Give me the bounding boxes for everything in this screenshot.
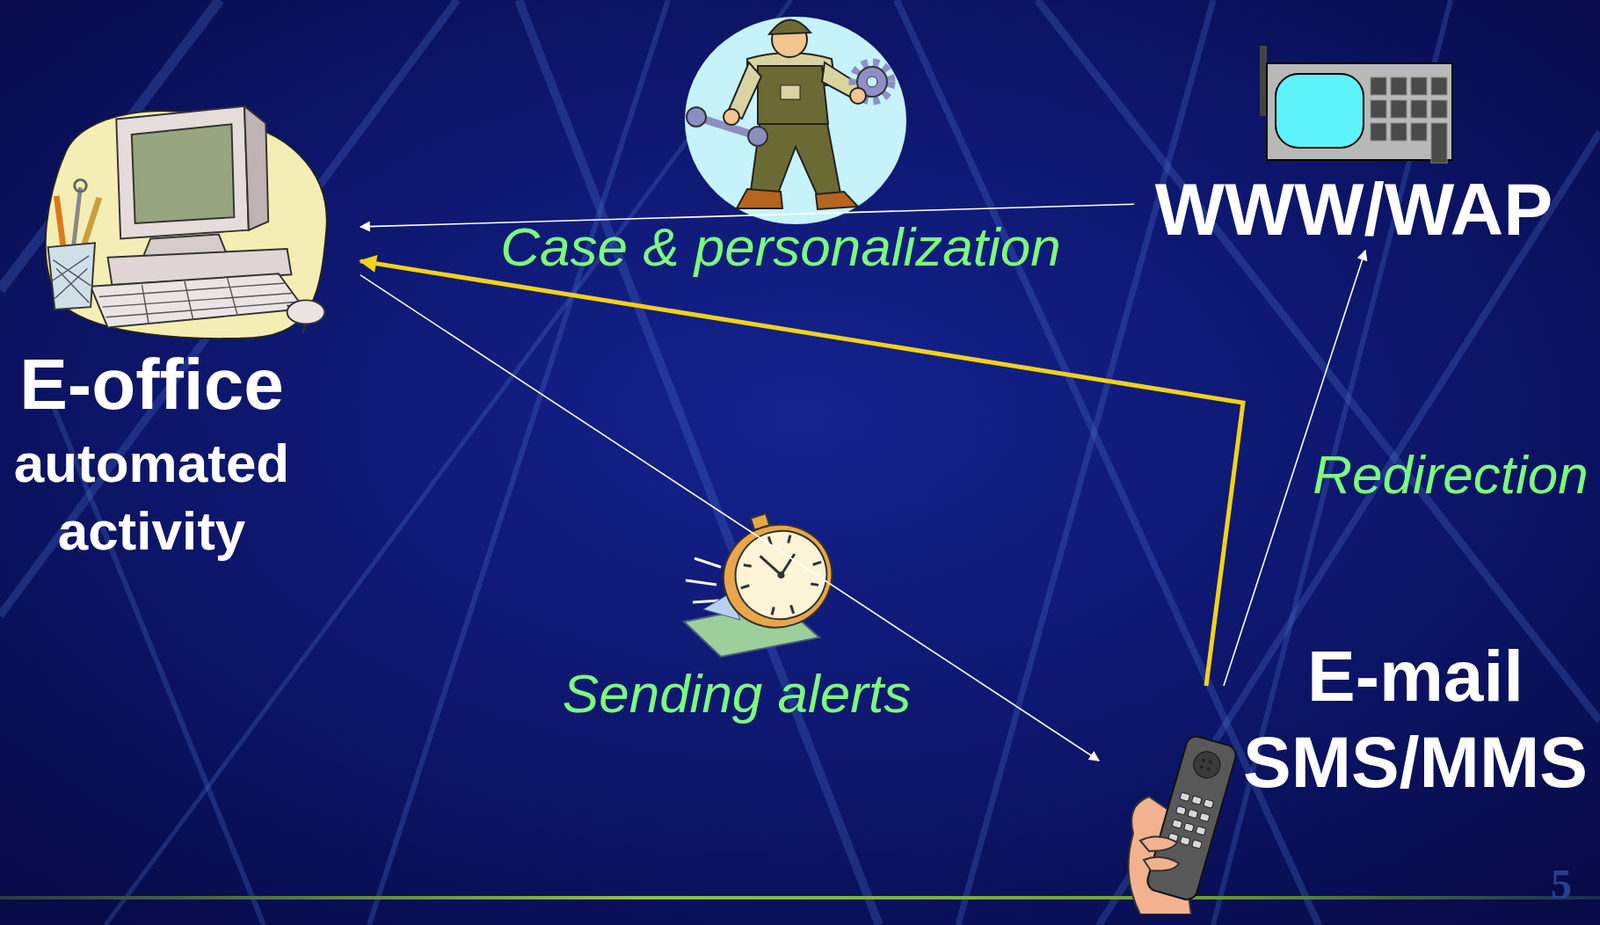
messaging-node: E-mail SMS/MMS <box>1098 685 1600 915</box>
node-subtitle: automated activity <box>0 429 304 566</box>
computer-clipart <box>30 101 339 342</box>
connector-arrow <box>360 261 1244 686</box>
stopwatch-clipart <box>668 505 862 664</box>
worker-clipart <box>676 4 915 242</box>
edge-label: Case & personalization <box>500 217 1062 277</box>
page-number: 5 <box>1550 863 1572 906</box>
node-title: E-office <box>0 342 304 426</box>
web-node: WWW/WAP <box>1134 39 1574 251</box>
office-node: E-officeautomated activity <box>0 87 361 572</box>
edge-label: Redirection <box>1312 444 1589 505</box>
node-title: WWW/WAP <box>1134 172 1574 247</box>
node-title: E-mail SMS/MMS <box>1235 632 1596 807</box>
mobile-phone-clipart <box>1122 734 1242 915</box>
connector-arrow <box>360 275 1099 761</box>
edge-label: Sending alerts <box>562 663 911 724</box>
wap-device-clipart <box>1259 45 1455 164</box>
